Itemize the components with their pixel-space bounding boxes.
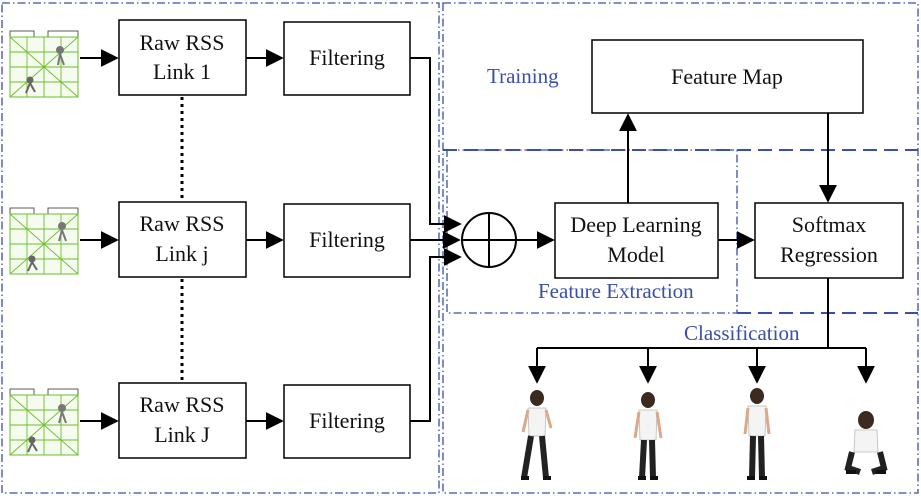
deep-learning-box [554,202,719,279]
filtering-box-j [283,203,411,278]
classification-label: Classification [684,321,800,345]
raw-rss-box-j [118,201,247,278]
left-region-frame [1,2,440,494]
feature-map-label: Feature Map [671,64,783,89]
sensor-grid-icon [9,207,79,275]
filtering-label: Filtering [309,227,385,252]
filtering-box-1 [283,21,411,96]
feature-map-box [591,39,864,114]
person-posture-standing [743,388,771,480]
filtering-label: Filtering [309,408,385,433]
person-posture-walking [521,390,553,480]
sensor-grid-icon [9,388,79,456]
softmax-box [754,202,904,279]
filtering-label: Filtering [309,45,385,70]
deep-learning-label: Deep Learning [570,212,701,237]
person-posture-standing [633,392,663,480]
arrow [410,248,462,422]
training-label: Training [487,64,559,88]
person-posture-squatting [844,411,888,475]
circle-plus-icon [461,212,517,268]
link-label: Link 1 [153,59,211,84]
link-label: Link J [154,422,210,447]
sensor-grid-icon [9,30,79,98]
raw-rss-label: Raw RSS [140,211,225,236]
arrow [410,57,462,233]
deep-learning-label: Model [607,242,664,267]
raw-rss-label: Raw RSS [140,30,225,55]
softmax-label: Regression [780,242,878,267]
raw-rss-box-1 [118,19,247,96]
filtering-box-J [283,384,411,459]
softmax-label: Softmax [792,212,867,237]
raw-rss-box-J [118,382,247,459]
feature-extraction-label: Feature Extraction [538,279,694,303]
raw-rss-label: Raw RSS [140,392,225,417]
link-label: Link j [155,241,208,266]
